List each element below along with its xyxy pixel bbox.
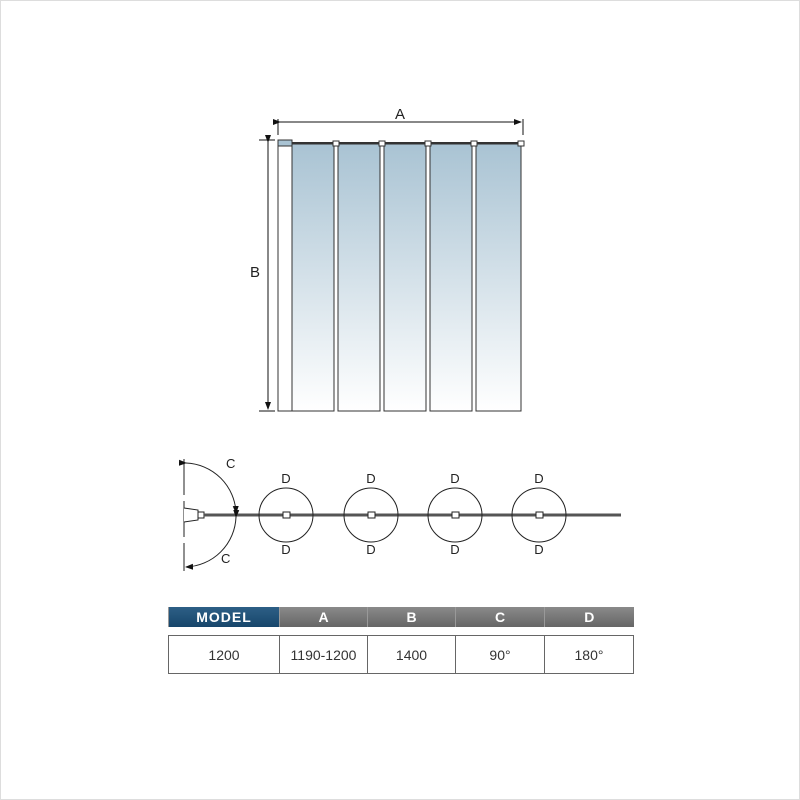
value-model: 1200 [168, 635, 280, 674]
label-d: D [534, 542, 543, 557]
header-model: MODEL [168, 607, 280, 627]
glass-panel [337, 143, 381, 412]
dimension-b: B [250, 135, 275, 412]
label-b: B [250, 264, 260, 281]
screen-drawing: A B C C D D D D D D D D [178, 106, 621, 571]
spec-value-row: 1200 1190-1200 1400 90° 180° [168, 635, 634, 674]
wall-profile [277, 139, 293, 412]
value-b: 1400 [367, 635, 456, 674]
glass-panel [291, 143, 335, 412]
header-d: D [544, 607, 634, 627]
bath-screen-front-view [277, 139, 525, 412]
glass-panel [475, 143, 522, 412]
label-d: D [366, 542, 375, 557]
angle-labels: C C D D D D D D D D [221, 456, 544, 566]
dimension-a: A [273, 106, 524, 135]
spec-table: MODEL A B C D 1200 1190-1200 1400 90° 18… [168, 607, 634, 674]
bath-screen-top-view [178, 459, 621, 571]
label-c: C [226, 456, 235, 471]
label-d: D [366, 471, 375, 486]
glass-panel [429, 143, 473, 412]
label-d: D [450, 542, 459, 557]
value-a: 1190-1200 [279, 635, 368, 674]
header-a: A [279, 607, 368, 627]
label-d: D [534, 471, 543, 486]
value-d: 180° [544, 635, 634, 674]
label-a: A [395, 106, 405, 123]
label-c: C [221, 551, 230, 566]
spec-header-row: MODEL A B C D [168, 607, 634, 627]
label-d: D [281, 542, 290, 557]
header-c: C [455, 607, 545, 627]
label-d: D [450, 471, 459, 486]
glass-panel [383, 143, 427, 412]
value-c: 90° [455, 635, 545, 674]
label-d: D [281, 471, 290, 486]
header-b: B [367, 607, 456, 627]
